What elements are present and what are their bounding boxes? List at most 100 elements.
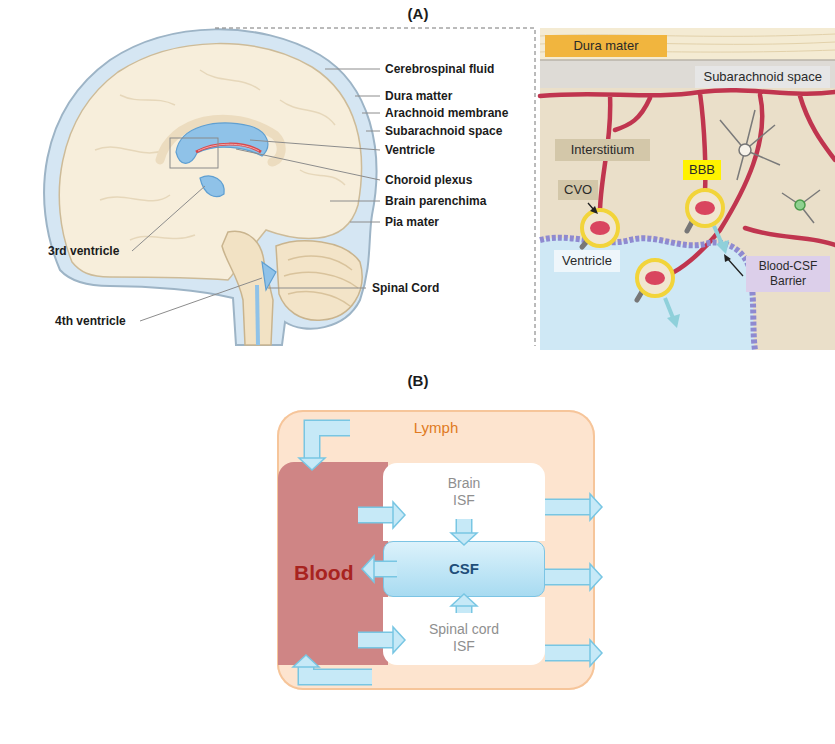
arrow-outline <box>545 569 591 586</box>
neuron-body <box>739 144 751 156</box>
arrow-head <box>299 458 325 470</box>
isf-compartment: Brain ISF <box>383 463 545 541</box>
arrow-outline <box>545 645 591 662</box>
dura-band <box>540 28 835 60</box>
region-tag: Interstitium <box>555 139 650 161</box>
brain-illustration <box>44 28 535 346</box>
arrow-shaft <box>545 646 591 660</box>
bbb-lens <box>687 190 723 226</box>
flow-arrow <box>545 564 602 590</box>
cerebellum-folia <box>284 256 358 306</box>
arrow-outline <box>306 666 372 677</box>
barrier-tag-text: BBB <box>689 162 715 178</box>
flow-arrow <box>545 494 602 520</box>
panel-letter: (A) <box>408 5 429 23</box>
region-tag-text: Interstitium <box>563 142 642 158</box>
capillary <box>590 221 610 235</box>
part-label: Spinal Cord <box>372 281 439 295</box>
flow-arrow <box>451 594 477 613</box>
lymph-compartment: LymphBlood Brain ISF CSF Spinal cord ISF <box>277 410 595 690</box>
arrow-head <box>451 594 477 606</box>
leader-lines <box>132 69 380 321</box>
arrow-head <box>590 564 602 590</box>
part-label: Choroid plexus <box>385 173 472 187</box>
isf-compartment-text: Brain ISF <box>441 475 487 509</box>
arrow-outline <box>358 632 394 649</box>
interstitium-ground <box>540 28 835 350</box>
flow-arrowheads <box>667 240 729 328</box>
ventricle-space <box>540 238 755 350</box>
flow-arrow <box>545 640 602 666</box>
barrier-tag: Blood-CSF Barrier <box>746 256 830 292</box>
zoom-box <box>170 138 218 168</box>
flow-arrow <box>293 655 372 677</box>
region-tag: CVO <box>558 180 598 200</box>
barrier-tag: BBB <box>683 160 721 180</box>
zoom-frame <box>215 28 535 346</box>
arrow-head <box>590 494 602 520</box>
arrow-shaft <box>545 500 591 514</box>
part-label: Subarachnoid space <box>385 124 502 138</box>
part-label: Arachnoid membrane <box>385 106 508 120</box>
barrier-inset <box>540 28 835 350</box>
flow-arrow <box>362 556 397 582</box>
part-label: 4th ventricle <box>55 314 126 328</box>
csf-compartment-text: CSF <box>449 560 479 578</box>
part-label: Cerebrospinal fluid <box>385 62 494 76</box>
lymph-compartment-text: Lymph <box>277 419 595 437</box>
blood-vessels <box>540 90 835 275</box>
arrow-head <box>362 556 374 582</box>
part-label: 3rd ventricle <box>48 244 119 258</box>
cerebellum <box>276 241 362 320</box>
blood-compartment-text: Blood <box>294 560 353 585</box>
arrow-outline <box>456 519 473 534</box>
part-label: Brain parenchima <box>385 194 486 208</box>
region-tag-text: Dura mater <box>553 38 659 54</box>
central-canal <box>257 285 258 345</box>
part-label: Ventricle <box>385 143 435 157</box>
neuron-processes <box>720 110 820 223</box>
arrow-shaft <box>457 605 471 613</box>
flow-arrow <box>451 519 477 545</box>
arrow-outline <box>312 428 350 459</box>
isf-compartment-text: Spinal cord ISF <box>424 621 504 655</box>
region-tag-text: Subarachnoid space <box>703 69 822 85</box>
capillary <box>695 201 715 215</box>
arrow-outline <box>456 605 473 613</box>
arrow-head <box>393 502 405 528</box>
glial-cell <box>795 200 805 210</box>
arrow-head <box>393 627 405 653</box>
arrow-shaft <box>358 633 394 647</box>
arrow-outline <box>545 499 591 516</box>
part-label: Dura matter <box>385 89 452 103</box>
csf-compartment: CSF <box>383 541 545 597</box>
isf-compartment: Spinal cord ISF <box>383 597 545 665</box>
csf-layer <box>44 29 376 345</box>
flow-arrow <box>299 428 350 470</box>
third-ventricle <box>200 176 224 197</box>
arrow-head <box>451 533 477 545</box>
flow-arrow <box>358 502 405 528</box>
lateral-ventricle <box>176 123 268 163</box>
arrow-head <box>293 655 319 667</box>
arachnoid-line <box>540 59 835 61</box>
arrow-head <box>590 640 602 666</box>
arrow-shaft <box>306 666 372 677</box>
arrow-shaft <box>545 570 591 584</box>
arrow-shaft <box>457 519 471 534</box>
gyri <box>95 70 345 240</box>
barrier-tag-text: Blood-CSF Barrier <box>752 259 824 289</box>
capillary <box>645 271 665 285</box>
arrow-outline <box>358 507 394 524</box>
choroid-plexus-core <box>198 144 259 151</box>
flow-arrows <box>665 226 722 318</box>
panel-letter: (B) <box>408 372 429 390</box>
region-tag: Ventricle <box>554 250 620 272</box>
cvo-lens <box>582 210 618 246</box>
region-tag-text: CVO <box>564 182 592 198</box>
flow-arrow <box>358 627 405 653</box>
arrow-outline <box>373 561 397 578</box>
bcsf-lens <box>637 260 673 296</box>
region-tag: Subarachnoid space <box>695 66 830 88</box>
region-tag-text: Ventricle <box>562 253 612 269</box>
